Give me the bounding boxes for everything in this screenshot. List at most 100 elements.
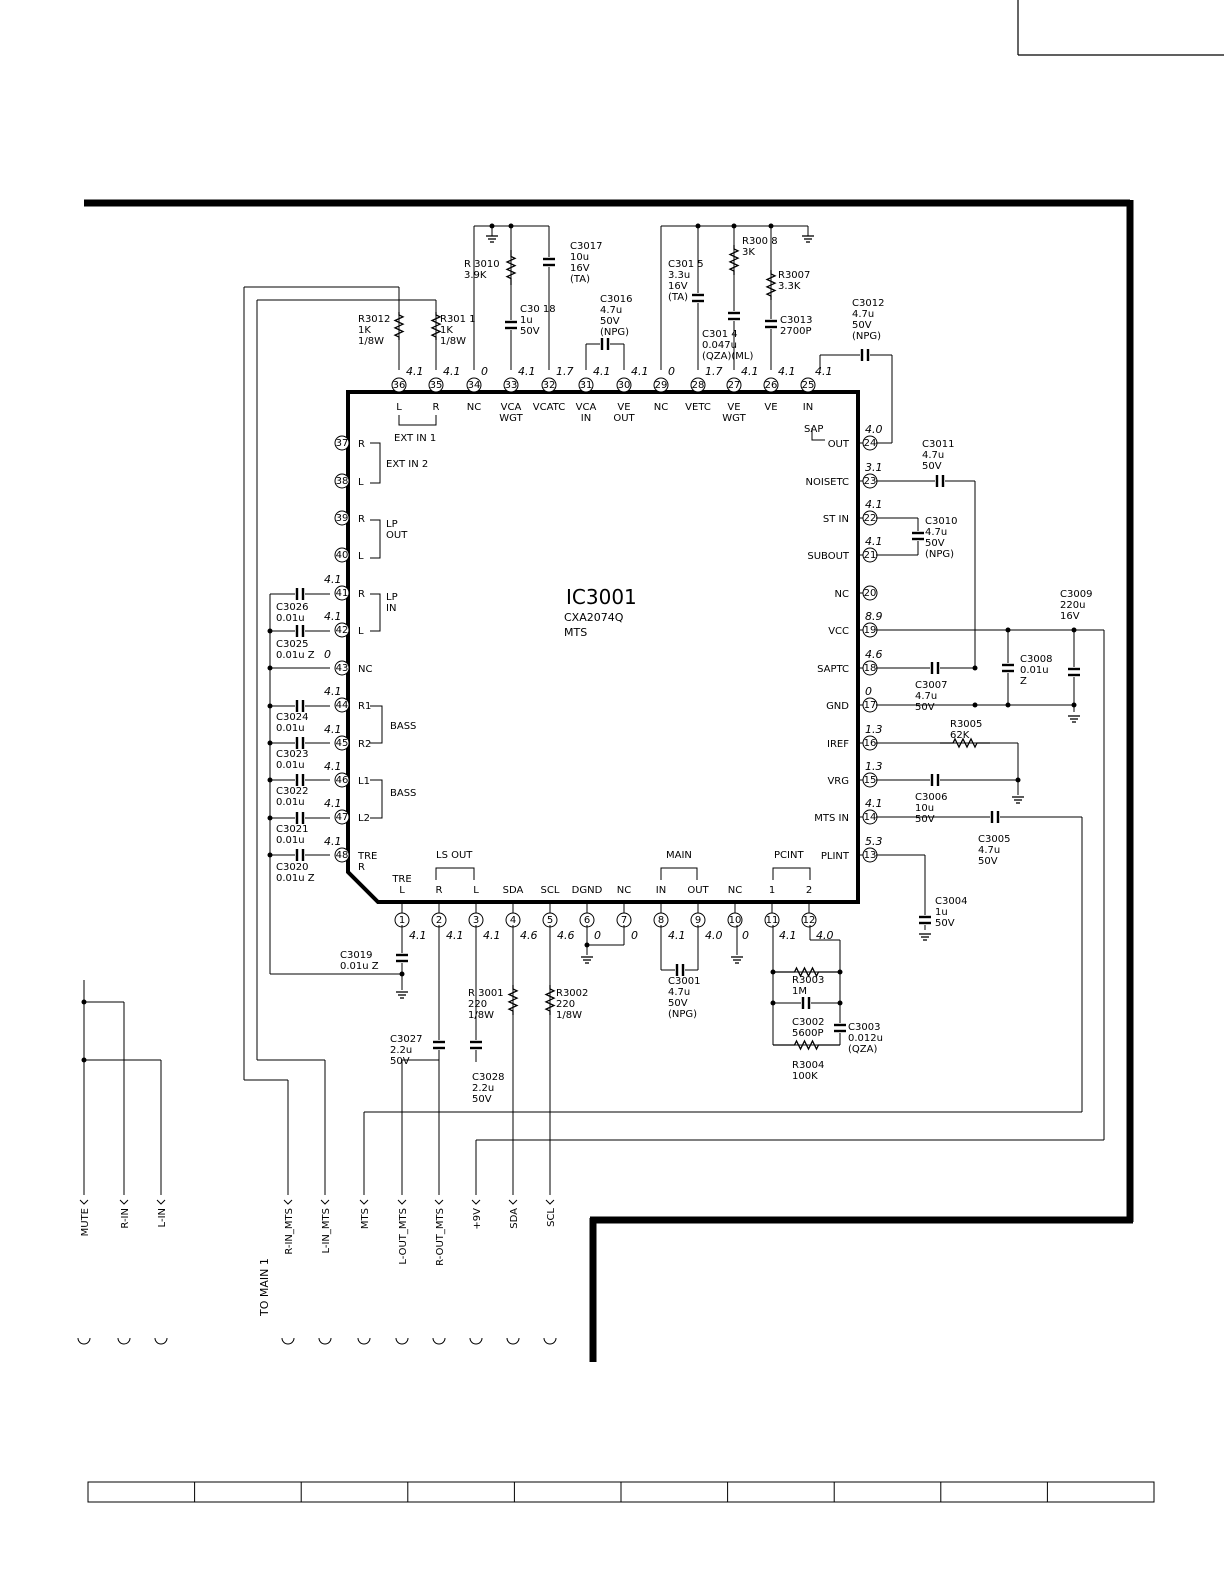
pin-voltage: 4.1 [324,610,342,623]
pin-name: L [358,626,364,637]
pin-44: 444.1R1 [324,685,371,713]
pin-number: 32 [543,380,556,391]
pin-name: GND [826,701,849,712]
pin-circle [334,510,350,526]
pin-2: 24.1R [431,885,464,942]
pin-number: 37 [336,438,349,449]
pin-number: 30 [618,380,631,391]
pin-name: SUBOUT [807,551,850,562]
ground-symbol [581,956,593,964]
connector-signal: +9V [472,1208,483,1230]
pin-number: 24 [864,438,877,449]
pin-circle [391,377,407,393]
pin-name: OUT [828,439,850,450]
pin-circle [334,473,350,489]
connector-signal: L-IN [157,1208,168,1227]
cap-c3004 [919,915,931,925]
pin-voltage: 0 [594,929,601,942]
pin-number: 10 [729,915,742,926]
connector-signal: SCL [546,1208,557,1227]
pin-voltage: 4.6 [520,929,538,942]
pin-number: 40 [336,550,349,561]
pin-groups: EXT IN 1 EXT IN 2 BASS BASS LS OUT MAIN … [370,415,825,880]
connector-pin-7: SDA [506,1199,520,1345]
cap-c3019 [396,953,408,963]
pin-voltage: 0 [668,365,675,378]
pin-number: 28 [692,380,705,391]
pin-name: R1 [358,701,371,712]
pin-number: 6 [584,915,590,926]
cap-c3028 [470,1040,482,1050]
pin-name: VCC [828,626,849,637]
pin-circle [616,377,632,393]
ground-symbol [919,933,931,941]
pin-voltage: 4.1 [779,929,797,942]
pin-name: L [473,885,479,896]
pin-voltage: 0 [865,685,872,698]
pin-number: 11 [766,915,779,926]
pin-name: NC [654,402,668,413]
pin-number: 26 [765,380,778,391]
pin-name: R [436,885,443,896]
pin-name: NC [467,402,481,413]
connector-socket [281,1337,295,1345]
pin-circle [764,912,780,928]
pin-voltage: 4.1 [483,929,501,942]
pin-circle [653,377,669,393]
pin-number: 36 [393,380,406,391]
pin-number: 13 [864,850,877,861]
ground-top-left [486,235,498,243]
connector-socket [318,1337,332,1345]
connector-pin-4: L-OUT_MTS [395,1199,409,1345]
pin-voltage: 4.1 [815,365,833,378]
cap-c3015 [692,293,704,303]
group-bass-r: BASS [390,721,416,732]
pin-22: 224.1ST IN [823,498,883,526]
pin-name: L [358,551,364,562]
pin-11: 114.11 [764,885,797,942]
res-r3010 [505,250,517,285]
pin-number: 45 [336,738,349,749]
pin-number: 31 [580,380,593,391]
connector-signal: SDA [509,1208,520,1229]
pin-number: 39 [336,513,349,524]
pin-name: VE [727,402,740,413]
connector-pin-5: R-OUT_MTS [432,1199,446,1345]
pin-number: 25 [802,380,815,391]
cap-c3020 [295,849,305,861]
pin-voltage: 4.1 [324,835,342,848]
cap-c3003 [834,1023,846,1033]
pin-name: L [358,477,364,488]
pin-number: 29 [655,380,668,391]
cap-c3007 [930,662,940,674]
pin-voltage: 1.7 [705,365,723,378]
pin-voltage: 4.6 [865,648,883,661]
group-ext-in-2: EXT IN 2 [386,459,428,470]
pin-number: 8 [658,915,664,926]
pin-46: 464.1L1 [324,760,370,788]
footer-grid [87,1481,1155,1503]
pin-name: R [433,402,440,413]
pin-number: 43 [336,663,349,674]
